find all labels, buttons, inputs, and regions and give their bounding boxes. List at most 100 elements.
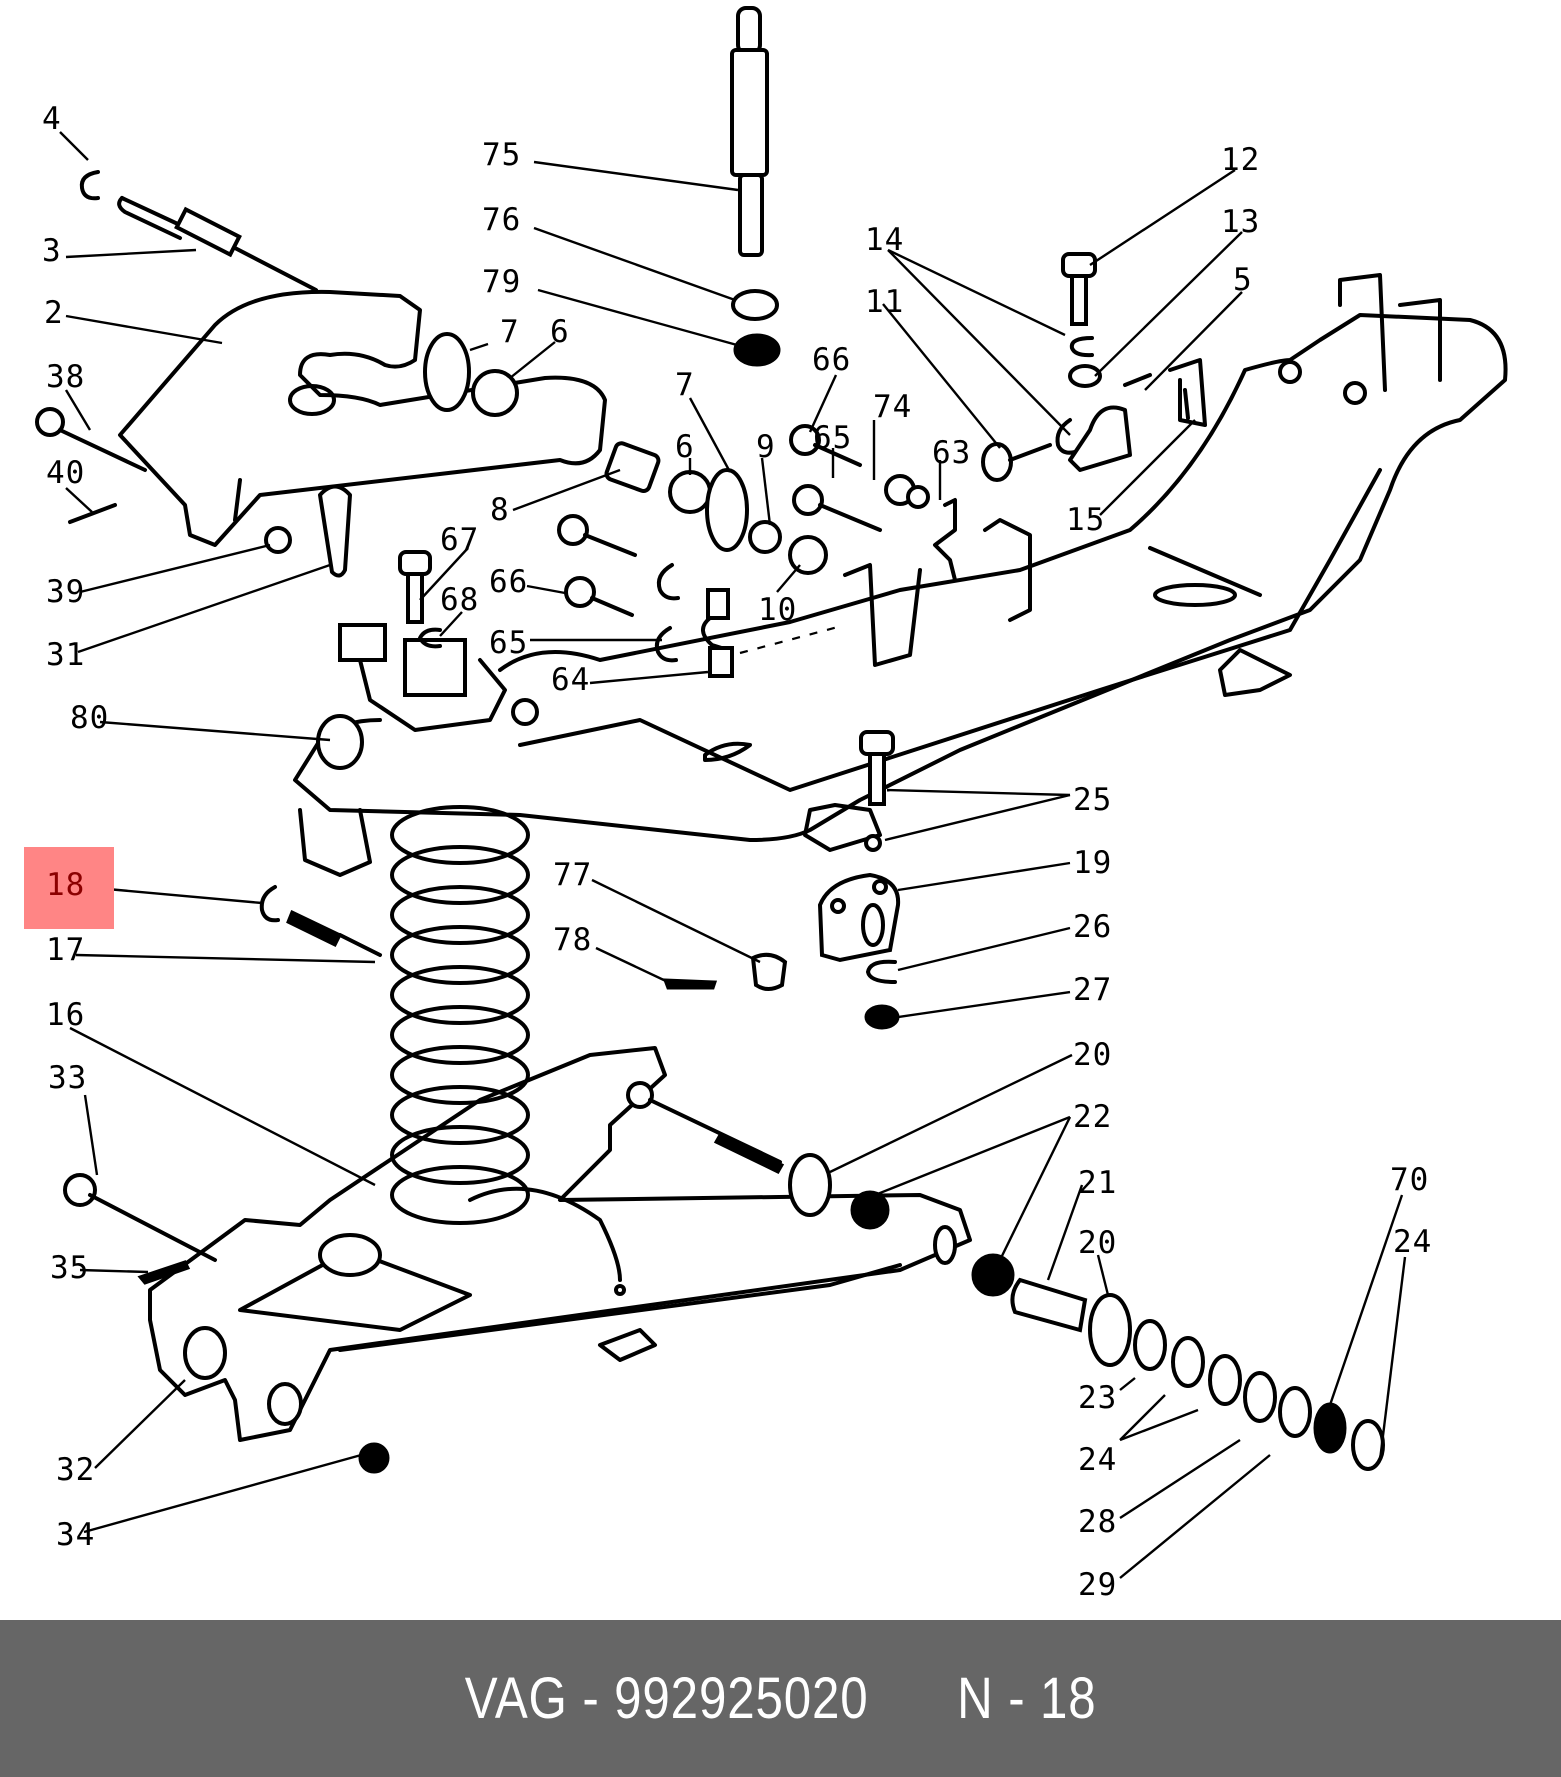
part-label-38[interactable]: 38 <box>46 359 86 395</box>
leader-line-2 <box>65 314 223 345</box>
bush-22a <box>850 1190 890 1230</box>
nut-9 <box>748 520 782 554</box>
part-label-39[interactable]: 39 <box>46 574 86 610</box>
pin-78 <box>662 978 718 990</box>
part-label-16[interactable]: 16 <box>46 997 86 1033</box>
clip-c-18 <box>259 885 280 923</box>
washer <box>1243 1371 1277 1423</box>
part-label-24b[interactable]: 24 <box>1393 1224 1433 1260</box>
part-label-3[interactable]: 3 <box>42 233 62 269</box>
bolt-11 <box>981 442 1052 482</box>
part-label-34[interactable]: 34 <box>56 1517 96 1553</box>
part-label-5[interactable]: 5 <box>1233 262 1253 298</box>
part-label-33[interactable]: 33 <box>48 1060 88 1096</box>
leader-line-4 <box>59 131 89 161</box>
part-label-40[interactable]: 40 <box>46 455 86 491</box>
part-label-26[interactable]: 26 <box>1073 909 1113 945</box>
part-label-21[interactable]: 21 <box>1078 1165 1118 1201</box>
part-label-35[interactable]: 35 <box>50 1250 90 1286</box>
leader-line-17 <box>75 953 376 964</box>
shaft-21 <box>1010 1277 1132 1367</box>
lower-trailing-arm <box>148 1046 972 1442</box>
part-label-31[interactable]: 31 <box>46 637 86 673</box>
leader-line-26 <box>897 926 1071 972</box>
nut-34 <box>358 1442 390 1474</box>
leader-line-34 <box>83 1450 373 1534</box>
part-label-24a[interactable]: 24 <box>1078 1442 1118 1478</box>
part-label-80[interactable]: 80 <box>70 700 110 736</box>
highlight-box <box>24 847 114 929</box>
part-label-70[interactable]: 70 <box>1390 1162 1430 1198</box>
part-label-14[interactable]: 14 <box>865 222 905 258</box>
spring-coil <box>390 965 530 1025</box>
bush-74 <box>906 485 930 509</box>
part-label-15[interactable]: 15 <box>1066 502 1106 538</box>
leader-line-67 <box>419 547 469 601</box>
leader-line-27 <box>897 990 1071 1019</box>
leader-line-38 <box>64 389 92 431</box>
washer-76 <box>731 289 779 321</box>
part-label-65b[interactable]: 65 <box>813 420 853 456</box>
bolt-66-lower <box>557 514 637 557</box>
part-label-19[interactable]: 19 <box>1073 845 1113 881</box>
part-label-18[interactable]: 18 <box>46 867 86 903</box>
part-label-4[interactable]: 4 <box>42 101 62 137</box>
part-label-9[interactable]: 9 <box>756 429 776 465</box>
nut-10 <box>788 535 828 575</box>
part-label-22[interactable]: 22 <box>1073 1099 1113 1135</box>
leader-line-23 <box>1119 1377 1136 1391</box>
part-label-28[interactable]: 28 <box>1078 1504 1118 1540</box>
part-label-17[interactable]: 17 <box>46 932 86 968</box>
leader-line-9 <box>760 457 772 526</box>
leader-line-10 <box>776 564 801 593</box>
leader-line-6a <box>509 341 556 379</box>
leader-line-24a <box>1119 1394 1166 1441</box>
pin-40 <box>68 503 117 524</box>
stud-20-upper <box>626 1081 785 1174</box>
part-label-63[interactable]: 63 <box>932 435 972 471</box>
part-label-8[interactable]: 8 <box>490 492 510 528</box>
part-label-6a[interactable]: 6 <box>550 314 570 350</box>
part-label-7b[interactable]: 7 <box>675 367 695 403</box>
part-label-64[interactable]: 64 <box>551 662 591 698</box>
part-label-12[interactable]: 12 <box>1221 142 1261 178</box>
plate-5 <box>1168 358 1207 427</box>
part-label-23[interactable]: 23 <box>1078 1380 1118 1416</box>
clip-26 <box>866 959 897 984</box>
leader-line-22 <box>998 1116 1072 1261</box>
part-label-66a[interactable]: 66 <box>489 564 529 600</box>
part-label-32[interactable]: 32 <box>56 1452 96 1488</box>
part-label-76[interactable]: 76 <box>482 202 522 238</box>
part-label-67[interactable]: 67 <box>440 522 480 558</box>
bolt-25 <box>859 730 895 806</box>
part-label-77[interactable]: 77 <box>553 857 593 893</box>
part-label-13[interactable]: 13 <box>1221 204 1261 240</box>
part-label-75[interactable]: 75 <box>482 137 522 173</box>
part-label-20b[interactable]: 20 <box>1078 1225 1118 1261</box>
part-label-29[interactable]: 29 <box>1078 1567 1118 1603</box>
leader-line-13 <box>1094 231 1243 377</box>
part-label-20a[interactable]: 20 <box>1073 1037 1113 1073</box>
part-label-27[interactable]: 27 <box>1073 972 1113 1008</box>
part-label-79[interactable]: 79 <box>482 264 522 300</box>
part-label-11[interactable]: 11 <box>865 284 905 320</box>
bolt-12 <box>1061 252 1097 326</box>
spring-coil <box>390 845 530 905</box>
leader-line-25 <box>884 793 1071 842</box>
leader-line-11 <box>882 303 1001 449</box>
spring-coil <box>390 1085 530 1145</box>
part-label-78[interactable]: 78 <box>553 922 593 958</box>
part-label-66b[interactable]: 66 <box>812 342 852 378</box>
clip-68 <box>418 627 442 649</box>
bolt-66-lower2 <box>564 576 634 617</box>
part-label-74[interactable]: 74 <box>873 389 913 425</box>
part-label-65a[interactable]: 65 <box>489 625 529 661</box>
part-label-2[interactable]: 2 <box>44 295 64 331</box>
leader-line-18 <box>95 886 263 905</box>
part-label-10[interactable]: 10 <box>758 592 798 628</box>
part-label-68[interactable]: 68 <box>440 582 480 618</box>
leader-lines <box>59 131 1407 1579</box>
part-label-25[interactable]: 25 <box>1073 782 1113 818</box>
part-label-7a[interactable]: 7 <box>500 314 520 350</box>
part-label-6b[interactable]: 6 <box>675 429 695 465</box>
